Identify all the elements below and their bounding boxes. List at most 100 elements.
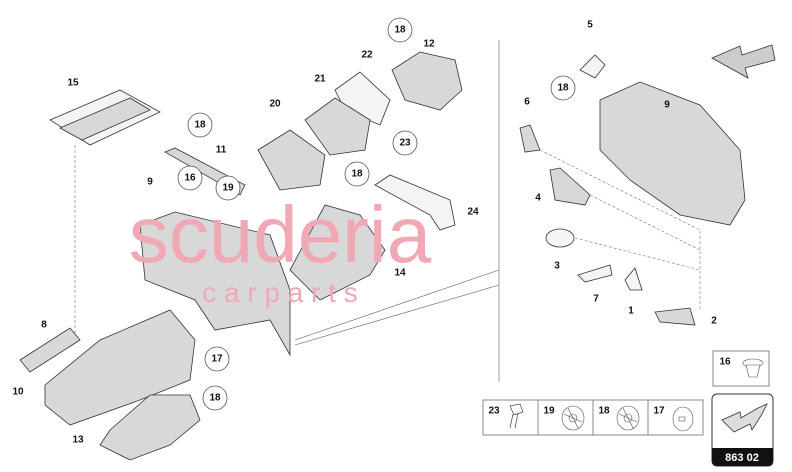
- callout-1[interactable]: 1: [628, 306, 634, 317]
- callout-label: 1: [628, 306, 634, 317]
- callout-9[interactable]: 9: [147, 177, 153, 188]
- callout-circle: [215, 175, 241, 201]
- part-13[interactable]: [99, 394, 201, 461]
- callout-21[interactable]: 21: [314, 74, 326, 85]
- callout-label: 9: [664, 100, 670, 111]
- fastener-label: 16: [719, 357, 731, 368]
- callout-13[interactable]: 13: [72, 435, 84, 446]
- part-21[interactable]: [304, 97, 371, 156]
- callout-label: 18: [194, 120, 206, 131]
- callout-label: 18: [394, 25, 406, 36]
- callout-10[interactable]: 10: [12, 387, 24, 398]
- push-clip-icon: [742, 358, 764, 378]
- callout-circle: [204, 346, 230, 372]
- callout-circle: [550, 75, 576, 101]
- callout-24[interactable]: 24: [467, 207, 479, 218]
- part-14[interactable]: [289, 204, 386, 301]
- callout-18[interactable]: 18: [344, 161, 370, 187]
- callout-circle: [344, 161, 370, 187]
- callout-label: 12: [423, 39, 435, 50]
- watermark-brand: scuderia: [129, 190, 432, 279]
- callout-2[interactable]: 2: [711, 316, 717, 327]
- fastener-legend: 23 19 18 17: [482, 399, 704, 436]
- part-3[interactable]: [545, 228, 575, 248]
- direction-arrow-icon: [711, 44, 776, 79]
- callout-6[interactable]: 6: [524, 97, 530, 108]
- callout-23[interactable]: 23: [392, 130, 418, 156]
- callout-label: 4: [535, 193, 541, 204]
- diagram-code-box: 863 02: [711, 393, 774, 467]
- callout-20[interactable]: 20: [269, 99, 281, 110]
- clip-disc-icon: [561, 405, 585, 431]
- watermark-sub: c a r p a r t s: [202, 277, 358, 308]
- callout-22[interactable]: 22: [361, 50, 373, 61]
- leader-line: [294, 269, 500, 341]
- fastener-label: 19: [543, 406, 555, 417]
- callout-4[interactable]: 4: [535, 193, 541, 204]
- callout-15[interactable]: 15: [67, 78, 79, 89]
- part-5[interactable]: [579, 54, 606, 79]
- fastener-16-box[interactable]: 16: [712, 350, 770, 387]
- callout-label: 13: [72, 435, 84, 446]
- callout-3[interactable]: 3: [554, 261, 560, 272]
- callout-14[interactable]: 14: [394, 268, 406, 279]
- callout-18[interactable]: 18: [387, 17, 413, 43]
- callout-label: 11: [216, 145, 227, 156]
- callout-label: 6: [524, 97, 530, 108]
- part-9-bulkhead[interactable]: [139, 211, 291, 357]
- callout-8[interactable]: 8: [41, 320, 47, 331]
- callout-label: 7: [593, 294, 599, 305]
- part-4[interactable]: [549, 167, 591, 206]
- part-9-bulkhead-right[interactable]: [599, 81, 746, 226]
- callout-label: 18: [351, 169, 363, 180]
- callout-circle: [187, 112, 213, 138]
- callout-label: 9: [147, 177, 153, 188]
- fastener-label: 18: [598, 406, 610, 417]
- callout-label: 23: [399, 138, 411, 149]
- callout-label: 10: [12, 387, 24, 398]
- callout-label: 18: [209, 393, 221, 404]
- part-1[interactable]: [624, 267, 643, 291]
- callout-16[interactable]: 16: [177, 165, 203, 191]
- callout-12[interactable]: 12: [423, 39, 435, 50]
- part-15-insulation[interactable]: [49, 89, 161, 146]
- callout-7[interactable]: 7: [593, 294, 599, 305]
- callout-label: 22: [361, 50, 373, 61]
- callout-circle: [392, 130, 418, 156]
- callout-18[interactable]: 18: [550, 75, 576, 101]
- leader-line: [294, 284, 500, 346]
- fastener-label: 17: [653, 406, 665, 417]
- callout-19[interactable]: 19: [215, 175, 241, 201]
- fastener-label: 23: [488, 406, 500, 417]
- part-7[interactable]: [577, 264, 613, 283]
- callout-18[interactable]: 18: [187, 112, 213, 138]
- part-10[interactable]: [44, 309, 196, 426]
- view-arrow-icon: [721, 403, 768, 433]
- part-8[interactable]: [19, 327, 81, 373]
- part-24[interactable]: [374, 174, 456, 231]
- callout-17[interactable]: 17: [204, 346, 230, 372]
- callout-circle: [202, 385, 228, 411]
- callout-circle: [387, 17, 413, 43]
- callout-label: 8: [41, 320, 47, 331]
- callout-label: 14: [394, 268, 406, 279]
- callout-label: 18: [557, 83, 569, 94]
- clip-disc-icon: [616, 405, 640, 431]
- bolt-icon: [509, 403, 524, 429]
- callout-label: 17: [211, 354, 223, 365]
- part-6[interactable]: [519, 124, 541, 153]
- callout-5[interactable]: 5: [587, 20, 593, 31]
- rivet-disc-icon: [672, 406, 694, 432]
- callout-18[interactable]: 18: [202, 385, 228, 411]
- diagram-code: 863 02: [725, 452, 759, 464]
- callout-label: 21: [314, 74, 326, 85]
- callout-label: 15: [67, 78, 79, 89]
- callout-9[interactable]: 9: [664, 100, 670, 111]
- callout-11[interactable]: 11: [216, 145, 227, 156]
- callout-label: 16: [184, 173, 196, 184]
- callout-label: 3: [554, 261, 560, 272]
- part-12[interactable]: [391, 51, 463, 111]
- part-20[interactable]: [257, 129, 326, 191]
- part-2[interactable]: [654, 307, 696, 326]
